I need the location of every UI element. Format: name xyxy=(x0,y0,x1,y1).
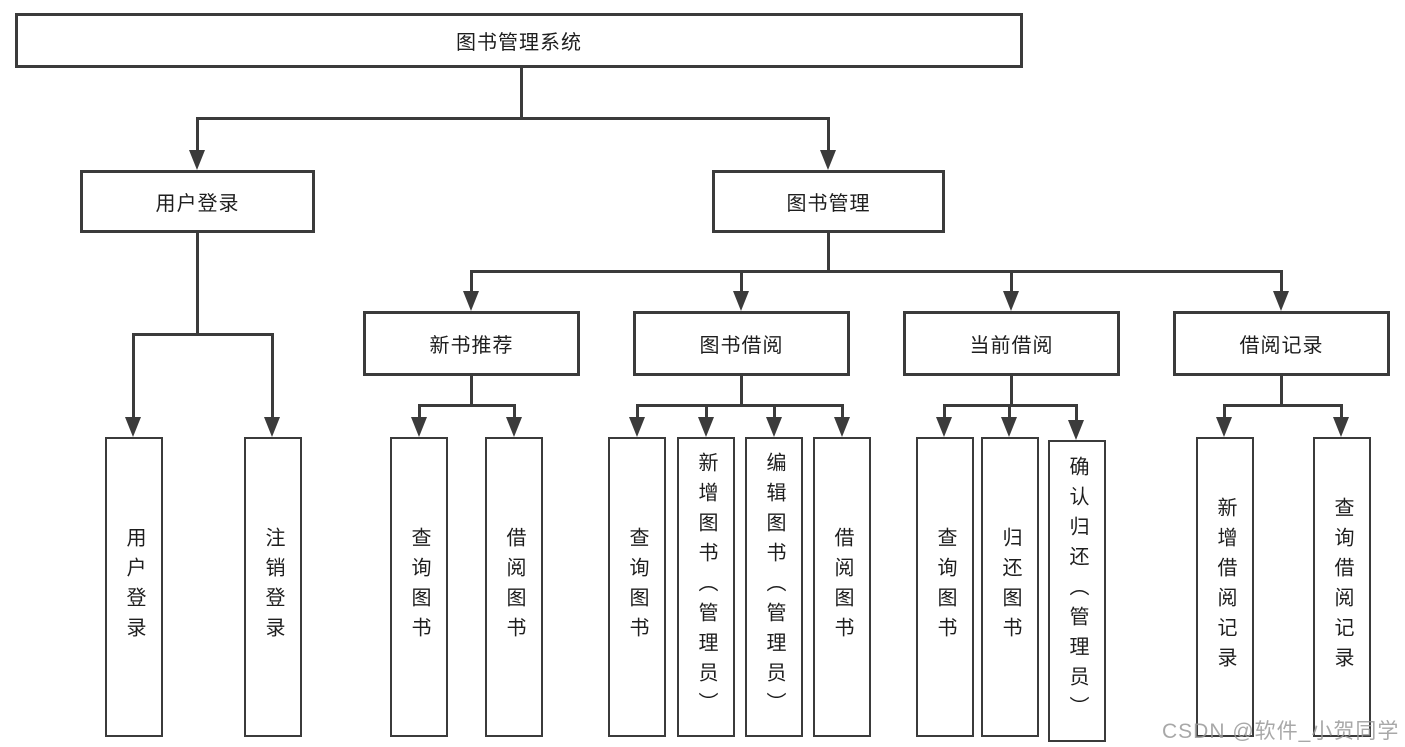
leaf-return-books: 归还图书 xyxy=(981,437,1039,737)
node-label: 编辑图书（管理员） xyxy=(763,452,785,722)
connector-line xyxy=(1075,404,1078,422)
connector-line xyxy=(1223,404,1226,419)
arrow-down-icon xyxy=(264,417,280,437)
node-label: 新增图书（管理员） xyxy=(695,452,717,722)
node-label: 查询借阅记录 xyxy=(1331,497,1353,677)
arrow-down-icon xyxy=(629,417,645,437)
node-label: 归还图书 xyxy=(999,527,1021,647)
connector-line xyxy=(636,404,639,419)
arrow-down-icon xyxy=(1216,417,1232,437)
connector-line xyxy=(827,233,830,272)
arrow-down-icon xyxy=(411,417,427,437)
arrow-down-icon xyxy=(820,150,836,170)
connector-line xyxy=(1223,404,1343,407)
arrow-down-icon xyxy=(125,417,141,437)
node-label: 图书借阅 xyxy=(699,335,784,357)
node-label: 当前借阅 xyxy=(969,335,1054,357)
connector-line xyxy=(705,404,708,419)
arrow-down-icon xyxy=(766,417,782,437)
leaf-query-books-recommend: 查询图书 xyxy=(390,437,448,737)
csdn-watermark: CSDN @软件_小贺同学 xyxy=(1162,720,1400,743)
connector-line xyxy=(132,333,135,417)
node-label: 图书管理 xyxy=(786,193,871,215)
arrow-down-icon xyxy=(506,417,522,437)
leaf-user-login: 用户登录 xyxy=(105,437,163,737)
arrow-down-icon xyxy=(936,417,952,437)
connector-line xyxy=(520,66,523,119)
node-label: 查询图书 xyxy=(934,527,956,647)
node-label: 新书推荐 xyxy=(429,335,514,357)
node-current-borrowing: 当前借阅 xyxy=(903,311,1120,376)
arrow-down-icon xyxy=(1068,420,1084,440)
node-label: 借阅图书 xyxy=(831,527,853,647)
node-label: 新增借阅记录 xyxy=(1214,497,1236,677)
connector-line xyxy=(636,404,844,407)
arrow-down-icon xyxy=(834,417,850,437)
connector-line xyxy=(943,404,946,419)
node-label: 查询图书 xyxy=(408,527,430,647)
leaf-query-books-current: 查询图书 xyxy=(916,437,974,737)
connector-line xyxy=(418,404,516,407)
leaf-borrow-books-recommend: 借阅图书 xyxy=(485,437,543,737)
connector-line xyxy=(470,270,1282,273)
connector-line xyxy=(1010,270,1013,292)
leaf-add-borrow-record: 新增借阅记录 xyxy=(1196,437,1254,737)
connector-line xyxy=(1280,376,1283,407)
connector-line xyxy=(740,270,743,292)
node-label: 借阅记录 xyxy=(1239,335,1324,357)
connector-line xyxy=(196,117,199,151)
arrow-down-icon xyxy=(1273,291,1289,311)
leaf-query-books-borrow: 查询图书 xyxy=(608,437,666,737)
arrow-down-icon xyxy=(463,291,479,311)
node-label: 查询图书 xyxy=(626,527,648,647)
connector-line xyxy=(271,333,274,417)
arrow-down-icon xyxy=(1001,417,1017,437)
leaf-confirm-return-admin: 确认归还（管理员） xyxy=(1048,440,1106,742)
connector-line xyxy=(773,404,776,419)
connector-line xyxy=(513,404,516,419)
node-borrowing-records: 借阅记录 xyxy=(1173,311,1390,376)
arrow-down-icon xyxy=(1333,417,1349,437)
connector-line xyxy=(827,117,830,151)
arrow-down-icon xyxy=(1003,291,1019,311)
node-label: 用户登录 xyxy=(123,527,145,647)
connector-line xyxy=(1340,404,1343,419)
node-label: 借阅图书 xyxy=(503,527,525,647)
arrow-down-icon xyxy=(189,150,205,170)
node-label: 注销登录 xyxy=(262,527,284,647)
leaf-borrow-books: 借阅图书 xyxy=(813,437,871,737)
connector-line xyxy=(1010,376,1013,407)
leaf-logout: 注销登录 xyxy=(244,437,302,737)
connector-line xyxy=(1008,404,1011,419)
arrow-down-icon xyxy=(698,417,714,437)
leaf-edit-books-admin: 编辑图书（管理员） xyxy=(745,437,803,737)
connector-line xyxy=(470,270,473,292)
connector-line xyxy=(132,333,274,336)
connector-line xyxy=(1280,270,1283,292)
leaf-query-borrow-record: 查询借阅记录 xyxy=(1313,437,1371,737)
node-label: 图书管理系统 xyxy=(456,32,582,54)
node-label: 确认归还（管理员） xyxy=(1066,456,1088,726)
node-label: 用户登录 xyxy=(155,193,240,215)
arrow-down-icon xyxy=(733,291,749,311)
connector-line xyxy=(470,376,473,407)
connector-line xyxy=(196,117,830,120)
connector-line xyxy=(841,404,844,419)
node-user-login-branch: 用户登录 xyxy=(80,170,315,233)
connector-line xyxy=(196,233,199,336)
node-new-book-recommendation: 新书推荐 xyxy=(363,311,580,376)
node-root-library-system: 图书管理系统 xyxy=(15,13,1023,68)
connector-line xyxy=(418,404,421,419)
connector-line xyxy=(740,376,743,407)
leaf-add-books-admin: 新增图书（管理员） xyxy=(677,437,735,737)
node-book-management-branch: 图书管理 xyxy=(712,170,945,233)
node-book-borrowing: 图书借阅 xyxy=(633,311,850,376)
